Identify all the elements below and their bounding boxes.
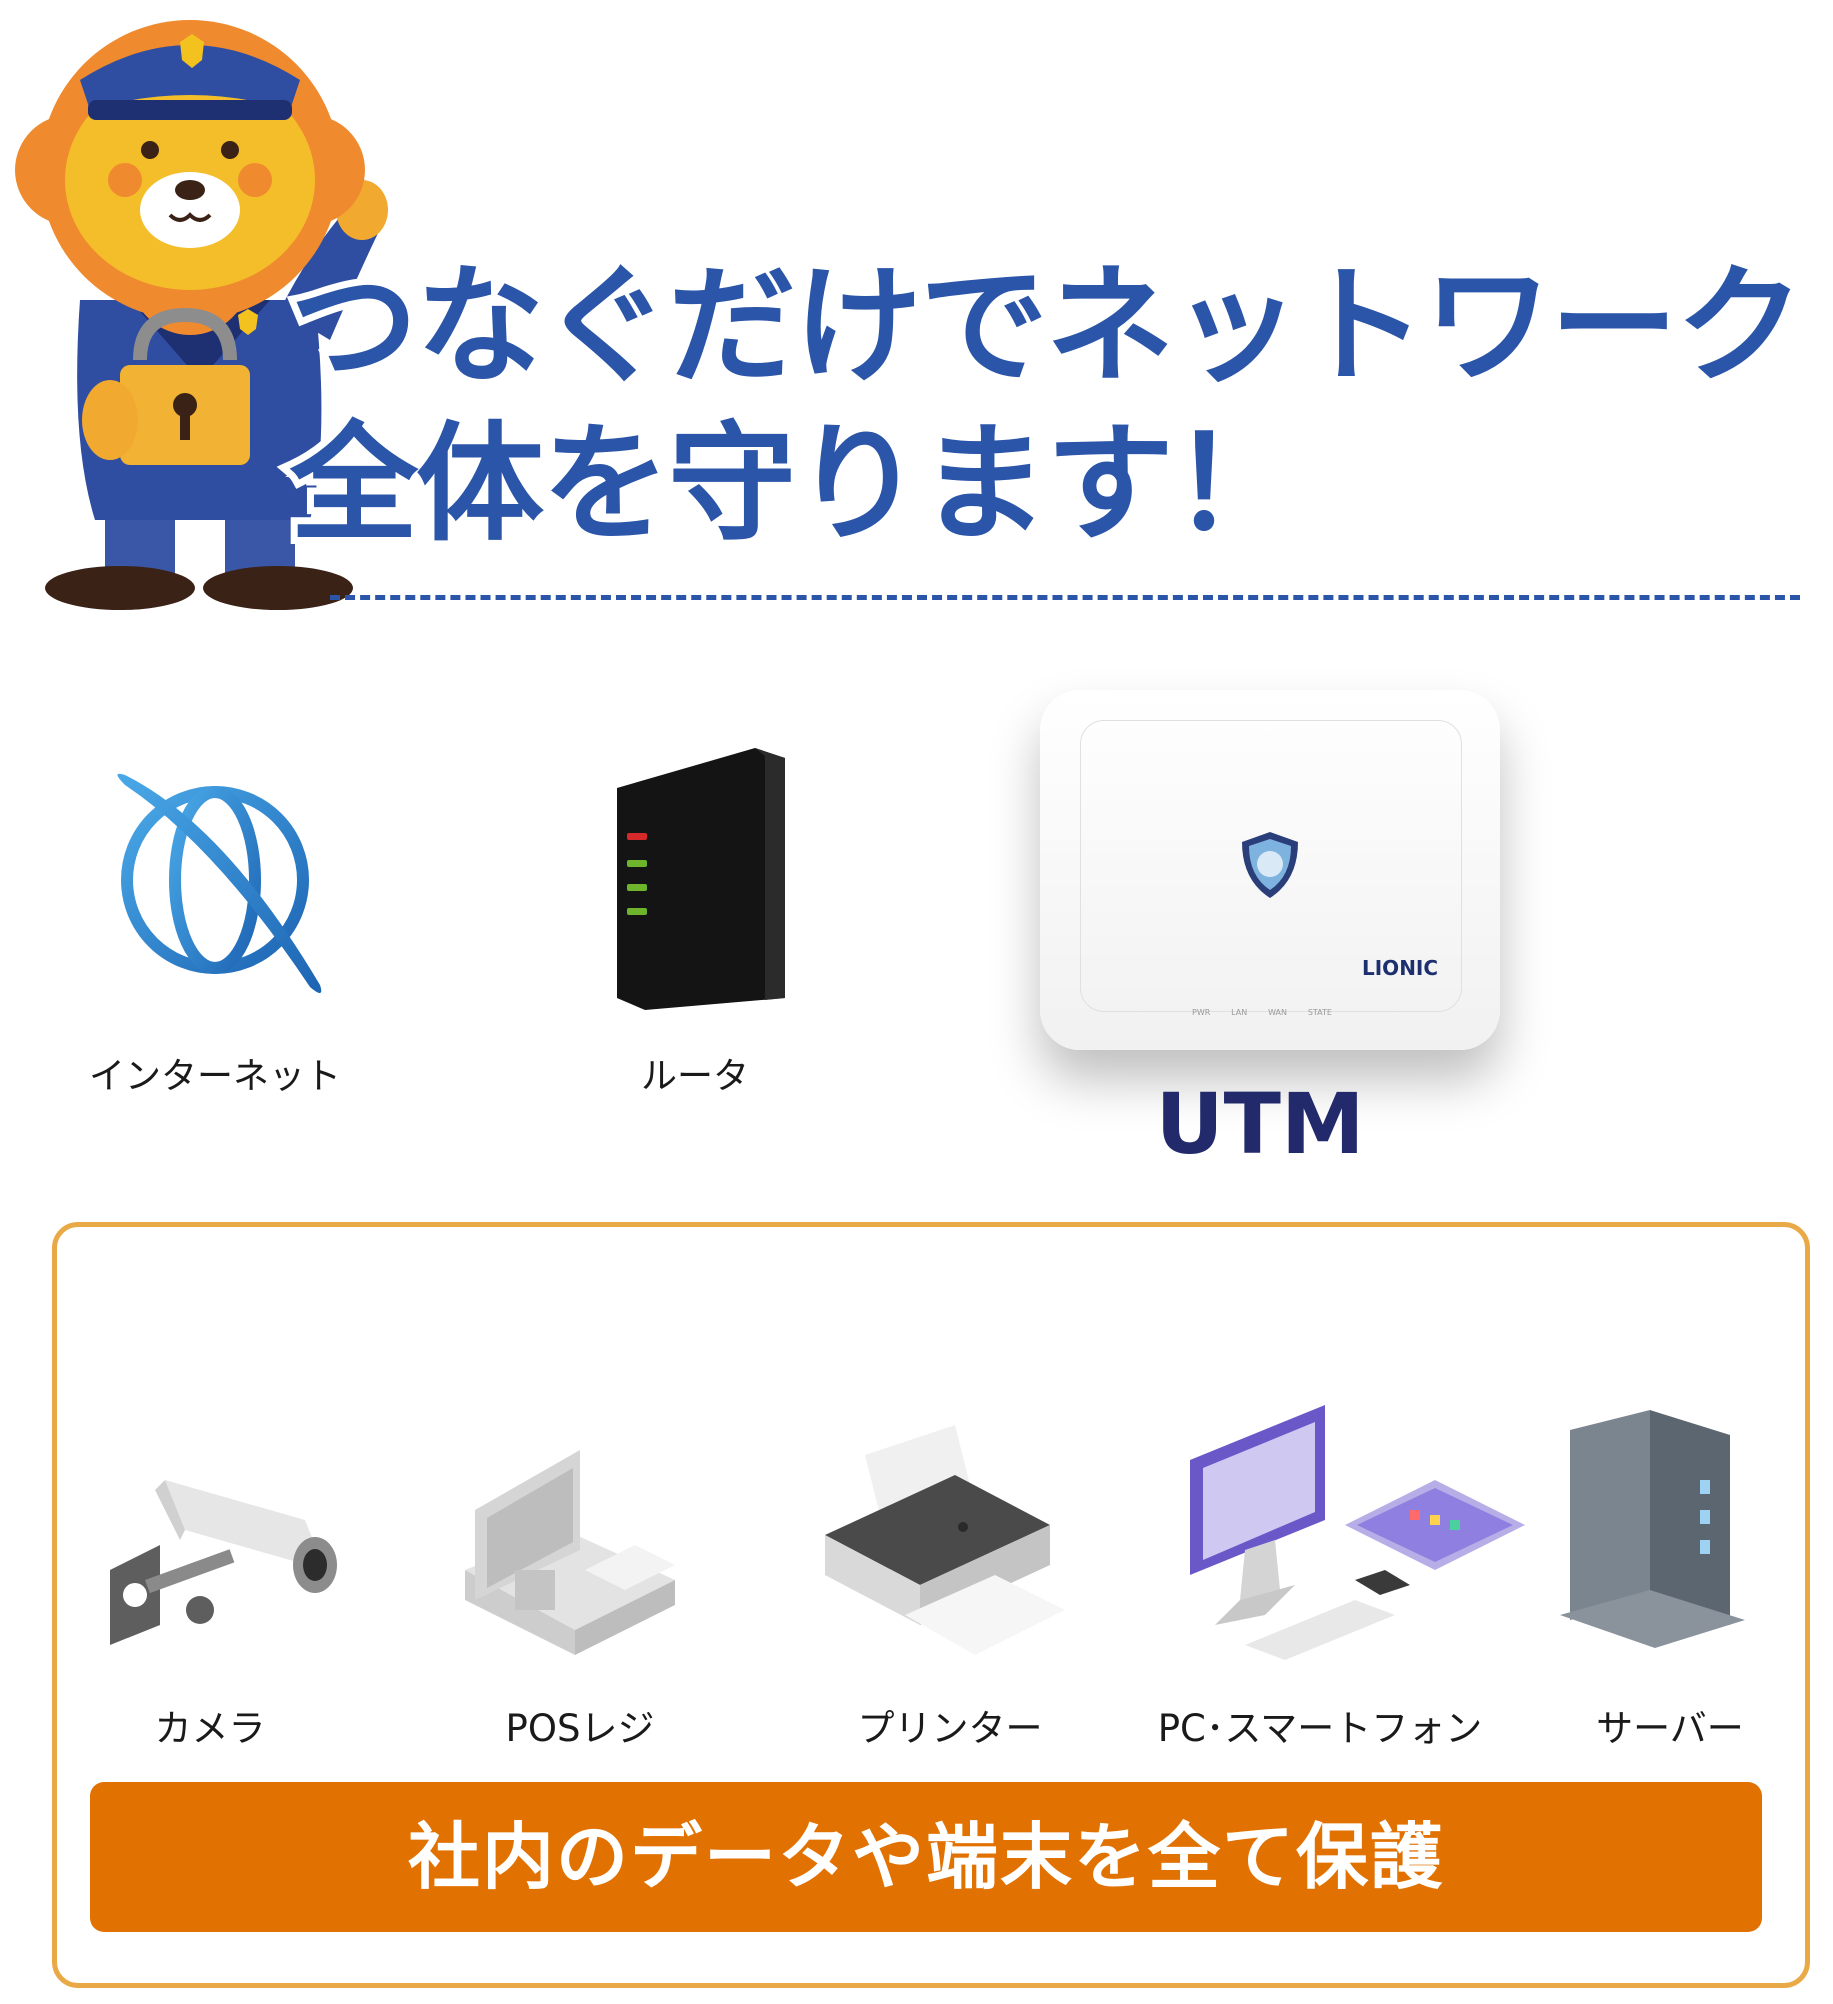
utm-face-panel xyxy=(1080,720,1462,1012)
utm-led-wan: WAN xyxy=(1268,1008,1287,1017)
printer-label: プリンター xyxy=(857,1707,1043,1750)
utm-led-row: PWR LAN WAN STATE xyxy=(1192,1008,1332,1017)
server-label: サーバー xyxy=(1596,1707,1744,1750)
utm-label: UTM xyxy=(1155,1075,1365,1173)
server-icon xyxy=(1560,1410,1745,1648)
utm-led-lan: LAN xyxy=(1231,1008,1248,1017)
camera-label: カメラ xyxy=(154,1707,266,1750)
divider-dashed xyxy=(330,595,1800,600)
lion-shield-icon xyxy=(1242,832,1298,898)
utm-device-icon: LIONIC PWR LAN WAN STATE xyxy=(1040,690,1500,1050)
headline-line2: 全体を守ります！ xyxy=(283,403,1307,566)
router-icon xyxy=(617,748,785,1010)
protection-banner: 社内のデータや端末を全て保護 xyxy=(90,1782,1762,1932)
utm-led-state: STATE xyxy=(1307,1008,1332,1017)
pc-smartphone-label: PC･スマートフォン xyxy=(1157,1707,1483,1750)
lion-mascot-icon xyxy=(15,20,388,610)
globe-icon xyxy=(117,773,322,994)
pos-label: POSレジ xyxy=(505,1707,655,1750)
router-label: ルータ xyxy=(640,1056,749,1097)
utm-brand-label: LIONIC xyxy=(1362,956,1439,980)
internet-label: インターネット xyxy=(88,1056,341,1097)
pc-smartphone-icon xyxy=(1190,1405,1525,1660)
pos-register-icon xyxy=(465,1450,675,1655)
headline-line1: つなぐだけでネットワーク xyxy=(283,245,1811,408)
utm-led-pwr: PWR xyxy=(1192,1008,1211,1017)
printer-icon xyxy=(825,1425,1065,1655)
camera-icon xyxy=(110,1480,337,1645)
